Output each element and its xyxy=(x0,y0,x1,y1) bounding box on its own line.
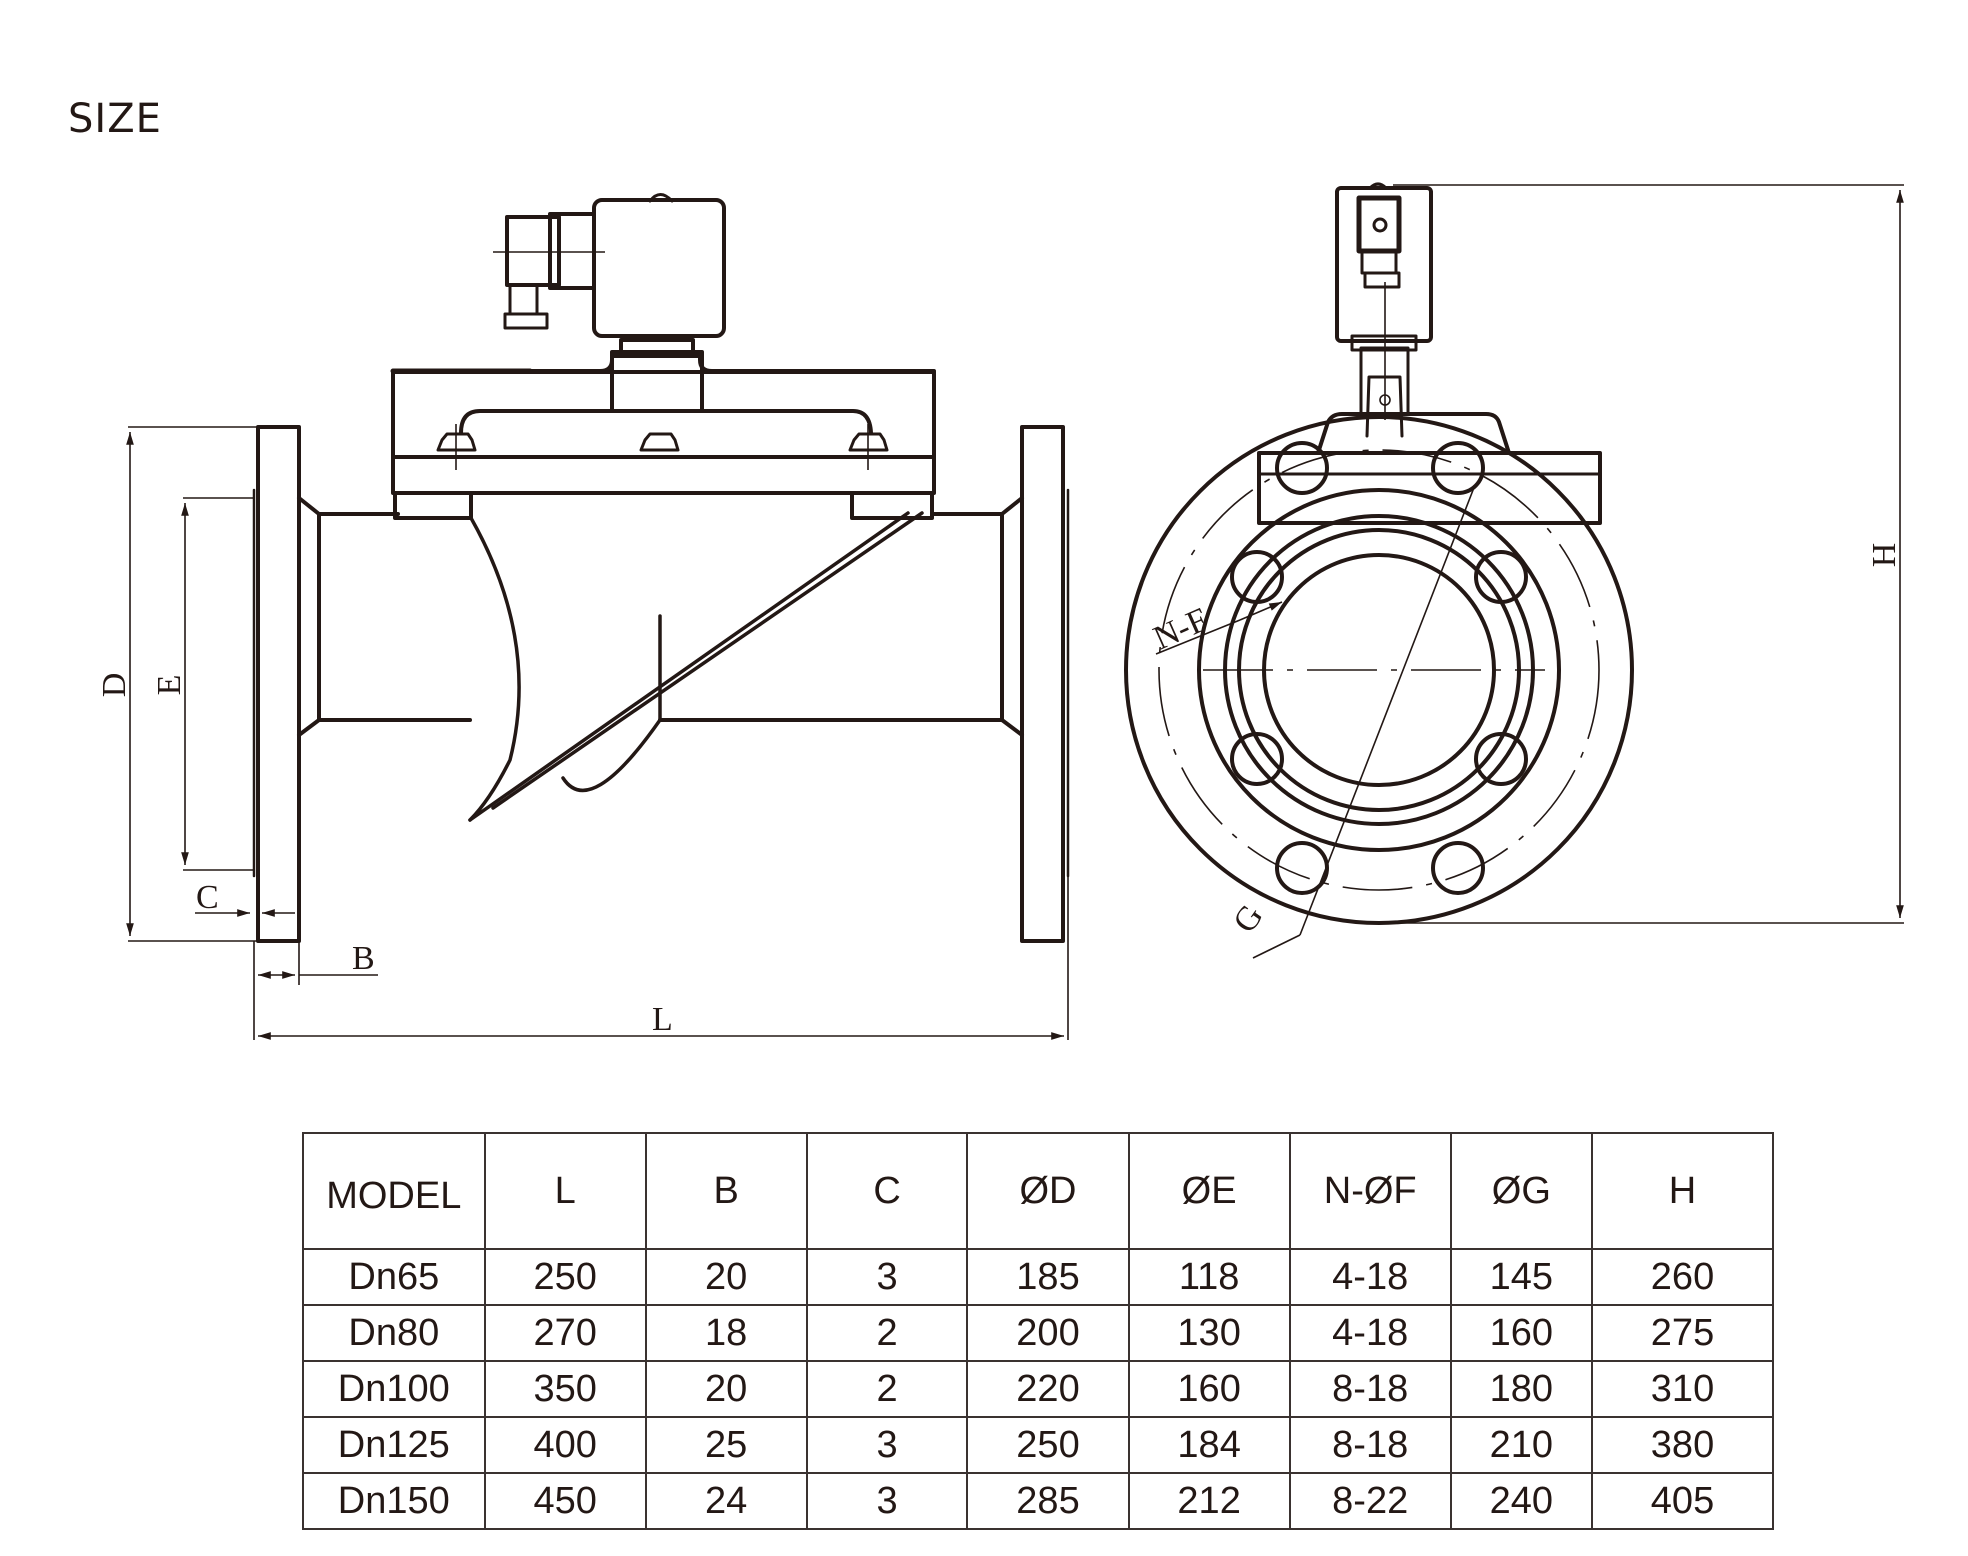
cell-h: 260 xyxy=(1591,1248,1774,1306)
bolt-circle xyxy=(1158,449,1600,891)
col-header-b: B xyxy=(644,1132,808,1250)
left-flange xyxy=(256,425,301,943)
cell-l: 450 xyxy=(483,1472,647,1530)
cell-c: 2 xyxy=(805,1304,969,1362)
cell-e: 160 xyxy=(1127,1360,1291,1418)
col-header-c: C xyxy=(805,1132,969,1250)
bolt-hole xyxy=(1474,550,1528,604)
cell-g: 180 xyxy=(1449,1360,1594,1418)
cell-e: 118 xyxy=(1127,1248,1291,1306)
dim-label-h: H xyxy=(1866,543,1903,568)
dim-label-nf: N-F xyxy=(1148,601,1213,657)
bolt-hole xyxy=(1431,841,1485,895)
cell-g: 210 xyxy=(1449,1416,1594,1474)
bolt-hole xyxy=(1431,441,1485,495)
bolt-nut xyxy=(436,424,477,470)
cell-model: Dn150 xyxy=(302,1472,486,1530)
dim-label-c: C xyxy=(196,879,219,916)
cell-b: 24 xyxy=(644,1472,808,1530)
col-header-l: L xyxy=(483,1132,647,1250)
cell-g: 240 xyxy=(1449,1472,1594,1530)
side-view: D E C B L xyxy=(96,193,1070,1040)
col-header-nf: N-ØF xyxy=(1288,1132,1452,1250)
dimensions-table: MODEL L B C ØD ØE N-ØF ØG H Dn65 250 20 … xyxy=(302,1132,1774,1530)
cell-d: 220 xyxy=(966,1360,1130,1418)
cell-model: Dn80 xyxy=(302,1304,486,1362)
solenoid-coil-front xyxy=(1335,186,1433,343)
table-row: Dn80 270 18 2 200 130 4-18 160 275 xyxy=(302,1304,1774,1362)
dim-label-b: B xyxy=(352,940,375,977)
col-header-g: ØG xyxy=(1449,1132,1594,1250)
bolt-hole xyxy=(1275,441,1329,495)
cell-c: 3 xyxy=(805,1472,969,1530)
dim-label-e: E xyxy=(151,675,188,696)
cell-d: 200 xyxy=(966,1304,1130,1362)
dim-label-d: D xyxy=(96,673,133,698)
cell-l: 270 xyxy=(483,1304,647,1362)
table-row: Dn125 400 25 3 250 184 8-18 210 380 xyxy=(302,1416,1774,1474)
flange-outer-circle xyxy=(1124,415,1634,925)
table-row: Dn65 250 20 3 185 118 4-18 145 260 xyxy=(302,1248,1774,1306)
table-header-row: MODEL L B C ØD ØE N-ØF ØG H xyxy=(302,1132,1774,1250)
cell-c: 3 xyxy=(805,1248,969,1306)
cell-g: 160 xyxy=(1449,1304,1594,1362)
cell-nf: 8-18 xyxy=(1288,1360,1452,1418)
cell-nf: 4-18 xyxy=(1288,1304,1452,1362)
bolt-nut xyxy=(639,432,680,452)
cell-l: 400 xyxy=(483,1416,647,1474)
right-flange xyxy=(1020,425,1065,943)
cell-l: 250 xyxy=(483,1248,647,1306)
col-header-e: ØE xyxy=(1127,1132,1291,1250)
cell-model: Dn100 xyxy=(302,1360,486,1418)
cell-h: 380 xyxy=(1591,1416,1774,1474)
cell-e: 184 xyxy=(1127,1416,1291,1474)
cell-d: 185 xyxy=(966,1248,1130,1306)
cell-model: Dn65 xyxy=(302,1248,486,1306)
cell-e: 212 xyxy=(1127,1472,1291,1530)
cell-nf: 4-18 xyxy=(1288,1248,1452,1306)
bolt-holes xyxy=(1230,441,1528,895)
dim-label-g: G xyxy=(1226,898,1270,939)
col-header-model: MODEL xyxy=(302,1132,486,1250)
cell-c: 3 xyxy=(805,1416,969,1474)
cell-b: 25 xyxy=(644,1416,808,1474)
cell-nf: 8-22 xyxy=(1288,1472,1452,1530)
connector-plug xyxy=(505,215,561,287)
cell-d: 250 xyxy=(966,1416,1130,1474)
bolt-nut xyxy=(848,424,889,470)
page-title: SIZE xyxy=(68,96,162,142)
bolt-hole xyxy=(1474,732,1528,786)
cell-c: 2 xyxy=(805,1360,969,1418)
front-view: G N-F H xyxy=(1124,182,1904,959)
cell-b: 20 xyxy=(644,1360,808,1418)
solenoid-coil xyxy=(592,198,726,338)
table-row: Dn150 450 24 3 285 212 8-22 240 405 xyxy=(302,1472,1774,1530)
cell-h: 310 xyxy=(1591,1360,1774,1418)
cell-e: 130 xyxy=(1127,1304,1291,1362)
cell-b: 18 xyxy=(644,1304,808,1362)
cell-nf: 8-18 xyxy=(1288,1416,1452,1474)
table-row: Dn100 350 20 2 220 160 8-18 180 310 xyxy=(302,1360,1774,1418)
col-header-h: H xyxy=(1591,1132,1774,1250)
cell-h: 405 xyxy=(1591,1472,1774,1530)
cell-d: 285 xyxy=(966,1472,1130,1530)
bolt-hole xyxy=(1230,550,1284,604)
cell-l: 350 xyxy=(483,1360,647,1418)
bolt-hole xyxy=(1230,732,1284,786)
col-header-d: ØD xyxy=(966,1132,1130,1250)
cell-model: Dn125 xyxy=(302,1416,486,1474)
cell-g: 145 xyxy=(1449,1248,1594,1306)
cell-h: 275 xyxy=(1591,1304,1774,1362)
cell-b: 20 xyxy=(644,1248,808,1306)
dim-label-l: L xyxy=(652,1001,673,1038)
bolt-hole xyxy=(1275,841,1329,895)
